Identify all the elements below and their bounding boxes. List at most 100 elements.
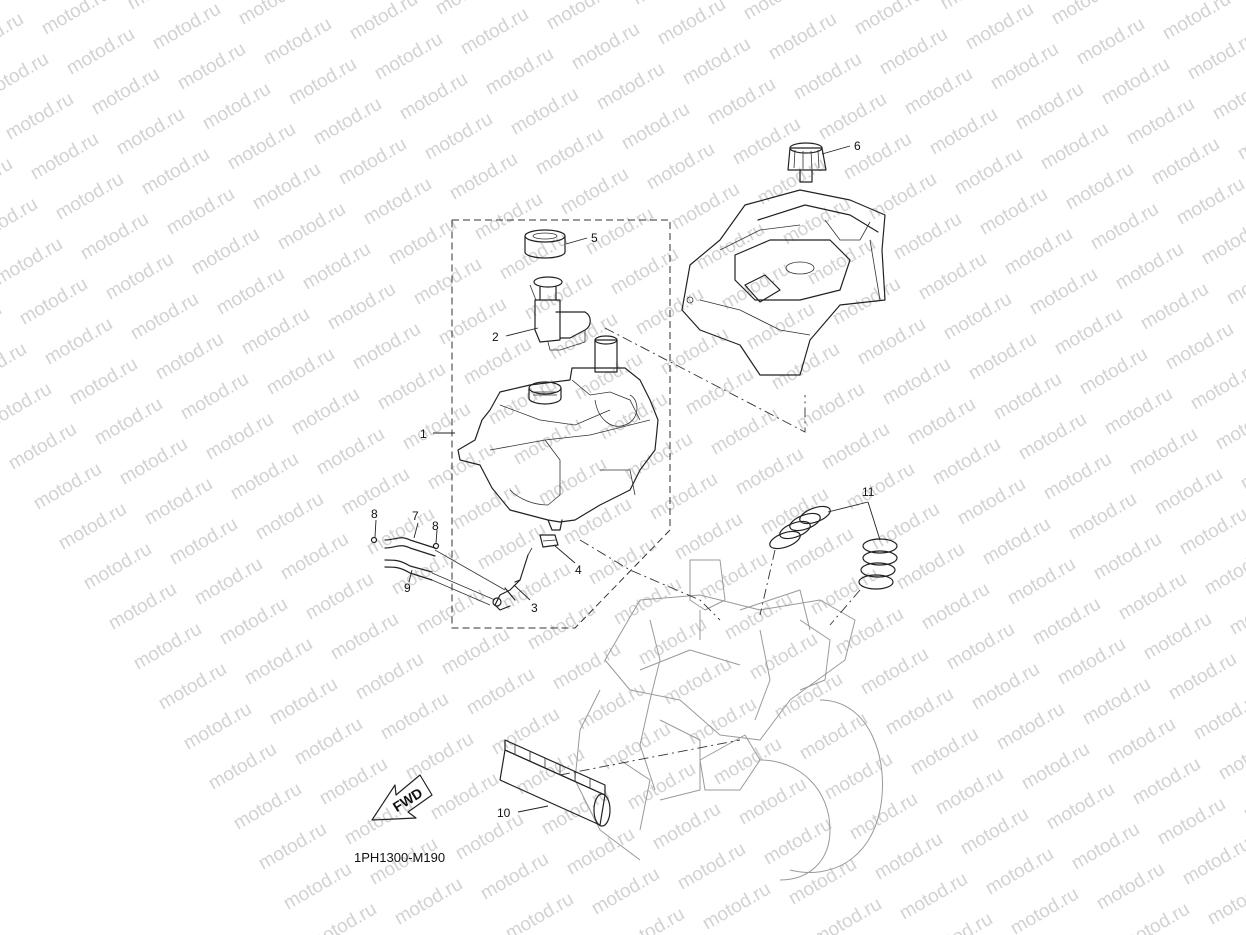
- watermark-text: motod.ru: [52, 169, 127, 225]
- watermark-text: motod.ru: [979, 514, 1054, 570]
- watermark-text: motod.ru: [721, 589, 796, 645]
- watermark-text: motod.ru: [660, 654, 735, 710]
- watermark-text: motod.ru: [1090, 529, 1165, 585]
- watermark-text: motod.ru: [288, 384, 363, 440]
- watermark-text: motod.ru: [649, 799, 724, 855]
- watermark-text: motod.ru: [1004, 554, 1079, 610]
- watermark-text: motod.ru: [1184, 29, 1246, 85]
- watermark-text: motod.ru: [377, 689, 452, 745]
- watermark-text: motod.ru: [1212, 399, 1246, 455]
- watermark-text: motod.ru: [316, 754, 391, 810]
- watermark-text: motod.ru: [352, 649, 427, 705]
- watermark-text: motod.ru: [116, 434, 191, 490]
- watermark-text: motod.ru: [718, 259, 793, 315]
- fuel-tank: [457, 335, 659, 531]
- watermark-text: motod.ru: [446, 149, 521, 205]
- watermark-text: motod.ru: [38, 0, 113, 39]
- watermark-text: motod.ru: [568, 19, 643, 75]
- watermark-text: motod.ru: [41, 314, 116, 370]
- watermark-text: motod.ru: [868, 499, 943, 555]
- watermark-text: motod.ru: [671, 509, 746, 565]
- watermark-text: motod.ru: [840, 129, 915, 185]
- watermark-text: motod.ru: [477, 849, 552, 905]
- watermark-text: motod.ru: [754, 154, 829, 210]
- watermark-text: motod.ru: [16, 274, 91, 330]
- watermark-text: motod.ru: [77, 209, 152, 265]
- watermark-text: motod.ru: [463, 664, 538, 720]
- watermark-text: motod.ru: [1062, 159, 1137, 215]
- watermark-text: motod.ru: [790, 49, 865, 105]
- watermark-text: motod.ru: [940, 289, 1015, 345]
- watermark-text: motod.ru: [704, 74, 779, 130]
- watermark-text: motod.ru: [1198, 214, 1246, 270]
- watermark-text: motod.ru: [205, 739, 280, 795]
- watermark-text: motod.ru: [138, 144, 213, 200]
- watermark-text: motod.ru: [613, 904, 688, 935]
- watermark-text: motod.ru: [993, 699, 1068, 755]
- watermark-text: motod.ru: [1029, 594, 1104, 650]
- watermark-text: motod.ru: [124, 0, 199, 14]
- watermark-text: motod.ru: [27, 129, 102, 185]
- watermark-text: motod.ru: [1190, 689, 1246, 745]
- watermark-text: motod.ru: [1162, 319, 1237, 375]
- watermark-text: motod.ru: [227, 449, 302, 505]
- watermark-text: motod.ru: [1037, 119, 1112, 175]
- watermark-text: motod.ru: [391, 874, 466, 930]
- watermark-text: motod.ru: [915, 249, 990, 305]
- watermark-text: motod.ru: [1237, 439, 1246, 495]
- watermark-text: motod.ru: [932, 764, 1007, 820]
- watermark-text: motod.ru: [174, 39, 249, 95]
- watermark-text: motod.ru: [1018, 739, 1093, 795]
- watermark-text: motod.ru: [1118, 899, 1193, 935]
- watermark-text: motod.ru: [55, 499, 130, 555]
- watermark-text: motod.ru: [557, 164, 632, 220]
- fuel-cock: [492, 547, 533, 611]
- fuel-tank-cap: [787, 142, 827, 183]
- watermark-text: motod.ru: [1007, 884, 1082, 935]
- watermark-text: motod.ru: [1215, 729, 1246, 785]
- watermark-text: motod.ru: [346, 0, 421, 44]
- watermark-text: motod.ru: [1115, 569, 1190, 625]
- callout-3: 3: [531, 601, 538, 615]
- watermark-text: motod.ru: [374, 359, 449, 415]
- watermark-text: motod.ru: [1234, 109, 1246, 165]
- watermark-text: motod.ru: [599, 719, 674, 775]
- watermark-text: motod.ru: [438, 624, 513, 680]
- watermark-text: motod.ru: [807, 564, 882, 620]
- watermark-text: motod.ru: [0, 194, 41, 250]
- callout-7: 7: [412, 509, 419, 523]
- callout-5: 5: [591, 231, 598, 245]
- watermark-text: motod.ru: [255, 819, 330, 875]
- watermark-text: motod.ru: [607, 244, 682, 300]
- watermark-text: motod.ru: [488, 704, 563, 760]
- watermark-text: motod.ru: [696, 549, 771, 605]
- watermark-text: motod.ru: [91, 394, 166, 450]
- watermark-text: motod.ru: [335, 134, 410, 190]
- watermark-text: motod.ru: [957, 804, 1032, 860]
- watermark-text: motod.ru: [857, 644, 932, 700]
- callout-6: 6: [854, 139, 861, 153]
- watermark-text: motod.ru: [432, 0, 507, 19]
- watermark-text: motod.ru: [621, 429, 696, 485]
- watermark-text: motod.ru: [266, 674, 341, 730]
- watermark-text: motod.ru: [521, 269, 596, 325]
- watermark-text: motod.ru: [188, 224, 263, 280]
- watermark-text: motod.ru: [0, 9, 27, 65]
- watermark-text: motod.ru: [890, 209, 965, 265]
- watermark-text: motod.ru: [596, 389, 671, 445]
- watermark-text: motod.ru: [277, 529, 352, 585]
- watermark-text: motod.ru: [324, 279, 399, 335]
- watermark-text: motod.ru: [740, 0, 815, 24]
- watermark-text: motod.ru: [1240, 769, 1246, 825]
- sender-retaining-ring: [524, 229, 566, 259]
- watermark-text: motod.ru: [399, 399, 474, 455]
- watermark-text: motod.ru: [707, 404, 782, 460]
- watermark-text: motod.ru: [310, 94, 385, 150]
- watermark-text: motod.ru: [865, 169, 940, 225]
- watermark-text: motod.ru: [921, 909, 996, 935]
- watermark-text: motod.ru: [851, 0, 926, 39]
- watermark-text: motod.ru: [1079, 674, 1154, 730]
- watermark-text: motod.ru: [1015, 409, 1090, 465]
- watermark-text: motod.ru: [588, 864, 663, 920]
